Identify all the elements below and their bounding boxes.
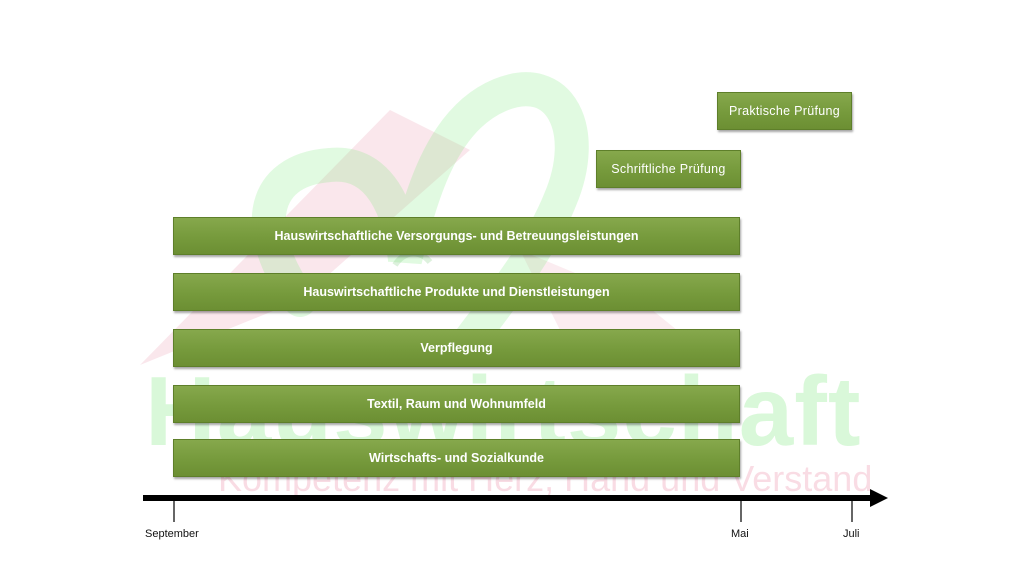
- exam-bar-praktisch: Praktische Prüfung: [717, 92, 852, 130]
- subject-bar-label: Wirtschafts- und Sozialkunde: [369, 451, 544, 465]
- subject-bar-produkte: Hauswirtschaftliche Produkte und Dienstl…: [173, 273, 740, 311]
- subject-bar-textil: Textil, Raum und Wohnumfeld: [173, 385, 740, 423]
- subject-bar-versorgung: Hauswirtschaftliche Versorgungs- und Bet…: [173, 217, 740, 255]
- subject-bar-label: Hauswirtschaftliche Produkte und Dienstl…: [303, 285, 610, 299]
- timeline-arrowhead: [870, 489, 888, 507]
- tick-label-september: September: [145, 528, 199, 540]
- subject-bar-label: Hauswirtschaftliche Versorgungs- und Bet…: [274, 229, 639, 243]
- tick-label-mai: Mai: [731, 528, 749, 540]
- exam-bar-label: Praktische Prüfung: [728, 104, 840, 118]
- exam-bar-label: Schriftliche Prüfung: [611, 162, 726, 176]
- tick-label-juli: Juli: [843, 528, 860, 540]
- exam-bar-schriftlich: Schriftliche Prüfung: [596, 150, 741, 188]
- subject-bar-wirtschaft: Wirtschafts- und Sozialkunde: [173, 439, 740, 477]
- subject-bar-label: Textil, Raum und Wohnumfeld: [367, 397, 546, 411]
- subject-bar-verpflegung: Verpflegung: [173, 329, 740, 367]
- subject-bar-label: Verpflegung: [420, 341, 493, 355]
